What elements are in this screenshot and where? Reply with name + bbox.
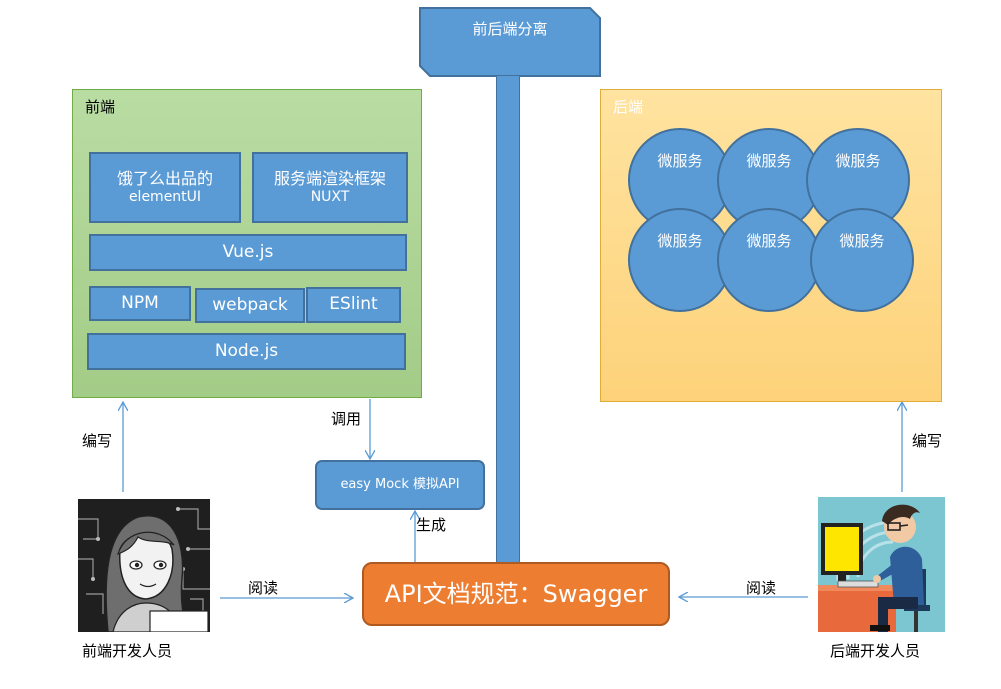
nuxt-box: 服务端渲染框架 NUXT — [252, 152, 408, 223]
title-stem — [496, 76, 520, 564]
title-banner — [419, 7, 601, 77]
nuxt-line1: 服务端渲染框架 — [273, 168, 386, 188]
microservice-6: 微服务 — [810, 208, 914, 312]
call-label: 调用 — [331, 410, 362, 428]
frontend-developer-illustration — [78, 499, 210, 632]
generate-label: 生成 — [416, 516, 447, 534]
microservice-4: 微服务 — [628, 208, 732, 312]
backend-developer-label: 后端开发人员 — [830, 642, 921, 660]
title-text: 前后端分离 — [472, 20, 548, 38]
frontend-title: 前端 — [85, 98, 116, 116]
eslint-box: ESlint — [306, 287, 401, 323]
read-label-right: 阅读 — [746, 579, 777, 597]
swagger-box: API文档规范：Swagger — [362, 562, 670, 626]
microservice-5: 微服务 — [717, 208, 821, 312]
elementui-line2: elementUI — [128, 188, 202, 205]
npm-box: NPM — [89, 286, 191, 321]
node-box: Node.js — [87, 333, 406, 370]
write-label-right: 编写 — [912, 432, 943, 450]
webpack-box: webpack — [195, 288, 305, 323]
backend-title: 后端 — [613, 98, 644, 116]
write-label-left: 编写 — [82, 432, 113, 450]
elementui-line1: 饿了么出品的 — [116, 168, 213, 188]
read-label-left: 阅读 — [248, 579, 279, 597]
easy-mock-box: easy Mock 模拟API — [315, 460, 485, 510]
elementui-box: 饿了么出品的 elementUI — [89, 152, 241, 223]
frontend-developer-label: 前端开发人员 — [82, 642, 173, 660]
backend-developer-illustration — [818, 497, 945, 632]
vue-box: Vue.js — [89, 234, 407, 271]
nuxt-line2: NUXT — [310, 188, 350, 205]
